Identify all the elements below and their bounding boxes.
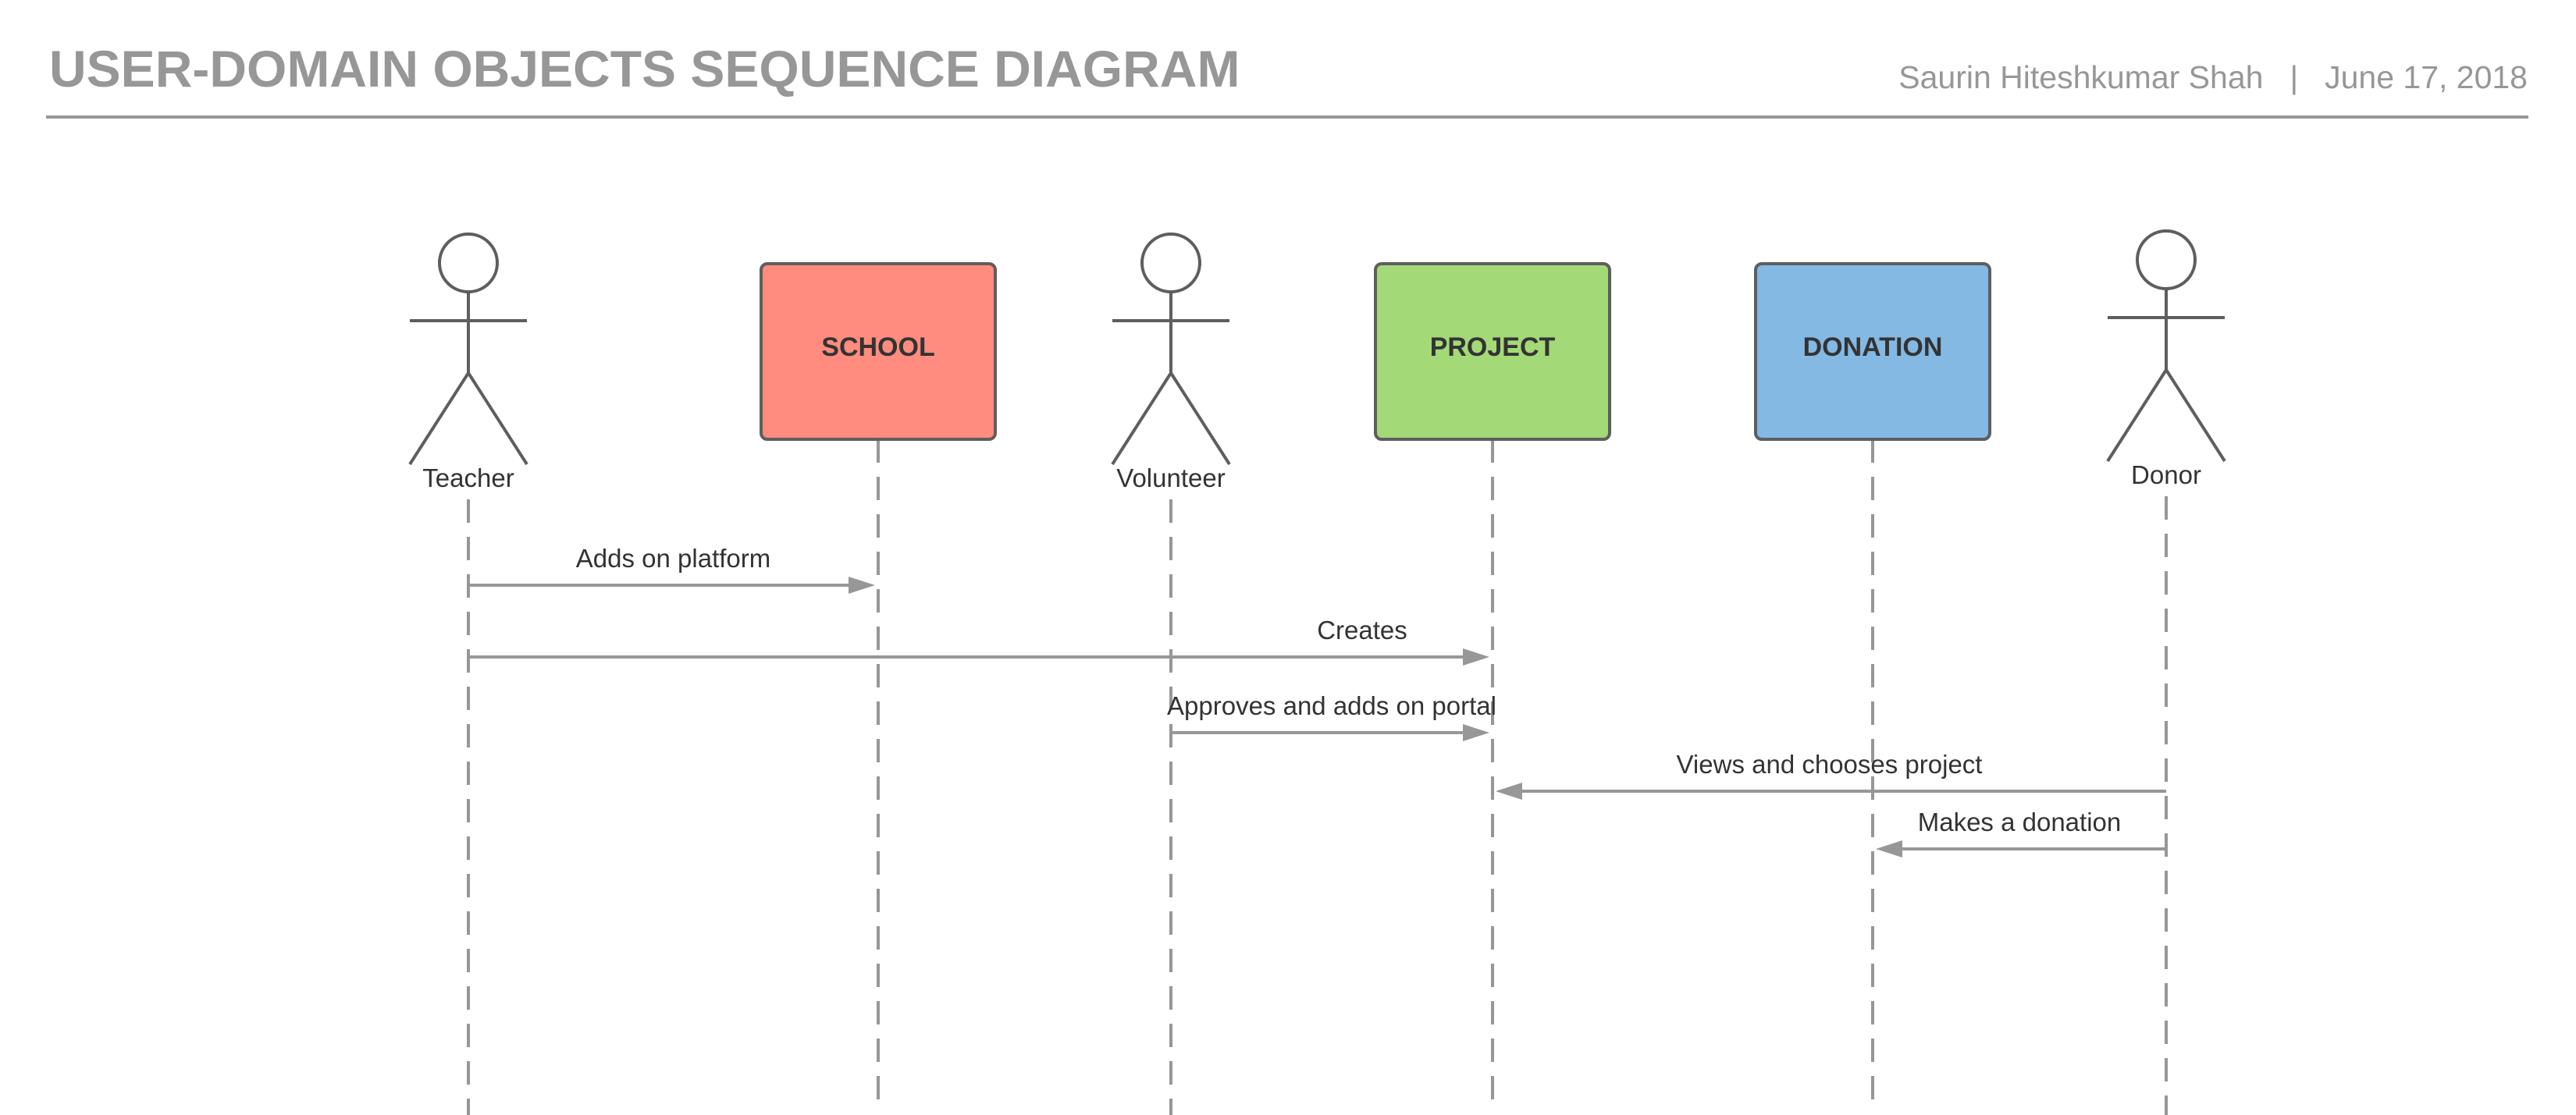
participant-donation: DONATION bbox=[1754, 262, 1991, 441]
participant-volunteer: Volunteer bbox=[1111, 233, 1231, 492]
volunteer-label: Volunteer bbox=[1116, 463, 1225, 492]
donation-box bbox=[1754, 262, 1991, 441]
participant-school: SCHOOL bbox=[760, 262, 997, 441]
participant-teacher: Teacher bbox=[408, 233, 528, 492]
message-label: Makes a donation bbox=[1918, 808, 2122, 836]
message-label: Adds on platform bbox=[576, 544, 770, 573]
arrowhead-icon bbox=[1496, 783, 1522, 800]
school-label: SCHOOL bbox=[821, 332, 934, 362]
arrowhead-icon bbox=[1463, 724, 1489, 741]
participant-donor: Donor bbox=[2106, 229, 2226, 489]
participants: Teacher SCHOOL Volunteer PROJECT DONATION Don… bbox=[408, 229, 2226, 492]
donor-stick-figure-icon bbox=[2106, 229, 2226, 463]
school-box bbox=[760, 262, 997, 441]
message-label: Views and chooses project bbox=[1677, 750, 1983, 779]
message-label: Creates bbox=[1317, 616, 1407, 644]
lifelines bbox=[467, 439, 2168, 1115]
diagram-date: June 17, 2018 bbox=[2325, 59, 2528, 95]
arrowhead-icon bbox=[1463, 648, 1489, 666]
project-label: PROJECT bbox=[1430, 332, 1556, 362]
participant-project: PROJECT bbox=[1374, 262, 1611, 441]
author-name: Saurin Hiteshkumar Shah bbox=[1898, 59, 2264, 95]
message-label: Approves and adds on portal bbox=[1167, 691, 1496, 720]
header-rule bbox=[46, 115, 2528, 119]
volunteer-stick-figure-icon bbox=[1111, 233, 1231, 466]
message-2: Creates bbox=[468, 616, 1489, 666]
message-5: Makes a donation bbox=[1876, 808, 2166, 858]
message-3: Approves and adds on portal bbox=[1167, 691, 1496, 741]
message-1: Adds on platform bbox=[468, 544, 875, 594]
arrowhead-icon bbox=[849, 577, 875, 594]
donation-label: DONATION bbox=[1803, 332, 1943, 362]
header-meta: Saurin Hiteshkumar Shah | June 17, 2018 bbox=[1898, 59, 2528, 96]
diagram-title: USER-DOMAIN OBJECTS SEQUENCE DIAGRAM bbox=[49, 40, 1240, 98]
header-separator: | bbox=[2290, 59, 2299, 95]
arrowhead-icon bbox=[1876, 840, 1902, 858]
message-4: Views and chooses project bbox=[1496, 750, 2166, 800]
donor-label: Donor bbox=[2131, 460, 2201, 489]
teacher-label: Teacher bbox=[422, 463, 514, 492]
project-box bbox=[1374, 262, 1611, 441]
teacher-stick-figure-icon bbox=[408, 233, 528, 466]
